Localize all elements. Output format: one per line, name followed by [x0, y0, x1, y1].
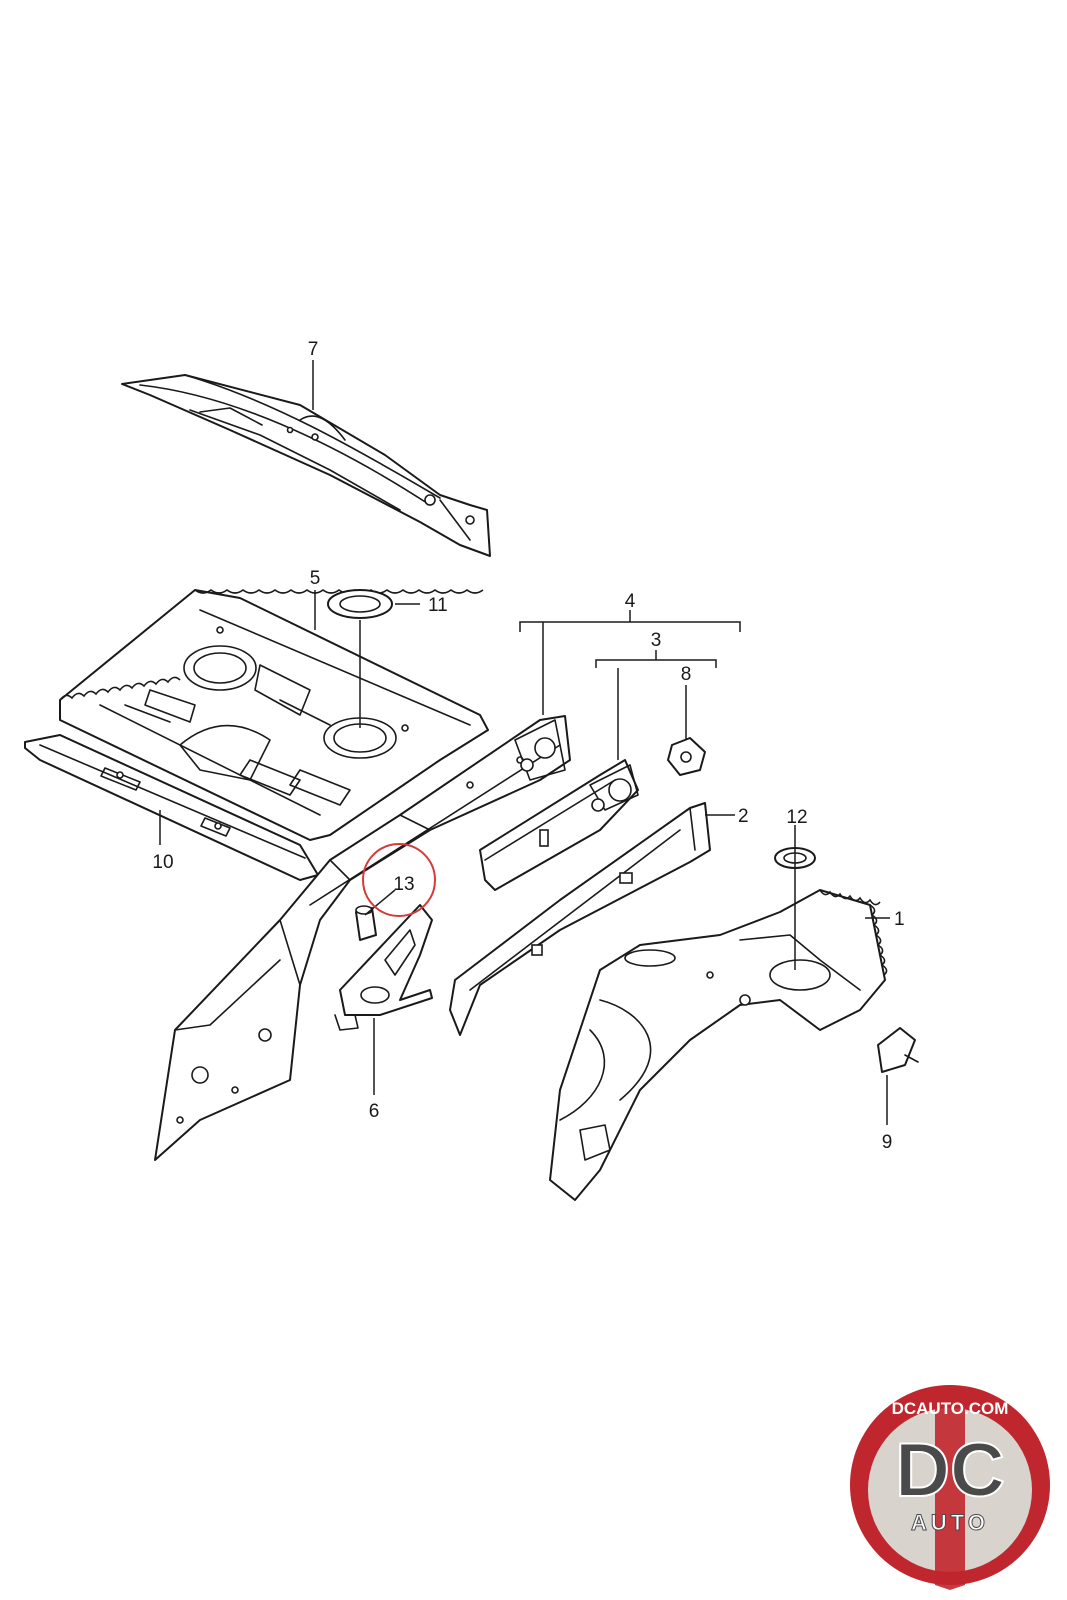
- callout-5: 5: [310, 568, 321, 589]
- part-3-bracket: [479, 759, 639, 891]
- callout-12: 12: [786, 807, 807, 828]
- callout-8: 8: [681, 664, 692, 685]
- callout-11: 11: [428, 595, 448, 616]
- callout-10: 10: [152, 852, 173, 873]
- logo-top-text: DCAUTO.COM: [892, 1399, 1009, 1418]
- logo-sub-text: AUTO: [911, 1510, 989, 1535]
- leader-lines: [159, 360, 890, 1125]
- part-11-grommet: [327, 589, 393, 619]
- callout-9: 9: [882, 1132, 893, 1153]
- part-9-clip: [877, 1027, 919, 1073]
- dcauto-logo: DCAUTO.COM DC AUTO: [850, 1385, 1050, 1590]
- callout-labels: 7 5 11 4 3 8 2 12 1 10 13 6 9: [152, 339, 904, 1153]
- part-2-inner-sill: [449, 802, 711, 1036]
- callout-6: 6: [369, 1101, 380, 1122]
- part-4-side-member: [154, 715, 571, 1161]
- logo-monogram: DC: [895, 1428, 1005, 1513]
- callout-7: 7: [308, 339, 319, 360]
- part-7-rear-cross-panel: [121, 374, 491, 557]
- callout-4: 4: [625, 591, 636, 612]
- callout-2: 2: [738, 806, 749, 827]
- callout-3: 3: [651, 630, 662, 651]
- part-10-cross-member: [24, 734, 319, 881]
- callout-1: 1: [894, 909, 905, 930]
- highlight-ring: [362, 843, 436, 917]
- callout-13: 13: [393, 874, 414, 895]
- part-5-rear-floor: [59, 589, 489, 841]
- part-8-plate: [667, 737, 706, 776]
- part-1-wheel-arch: [549, 889, 888, 1201]
- part-6-jack-bracket: [334, 904, 433, 1031]
